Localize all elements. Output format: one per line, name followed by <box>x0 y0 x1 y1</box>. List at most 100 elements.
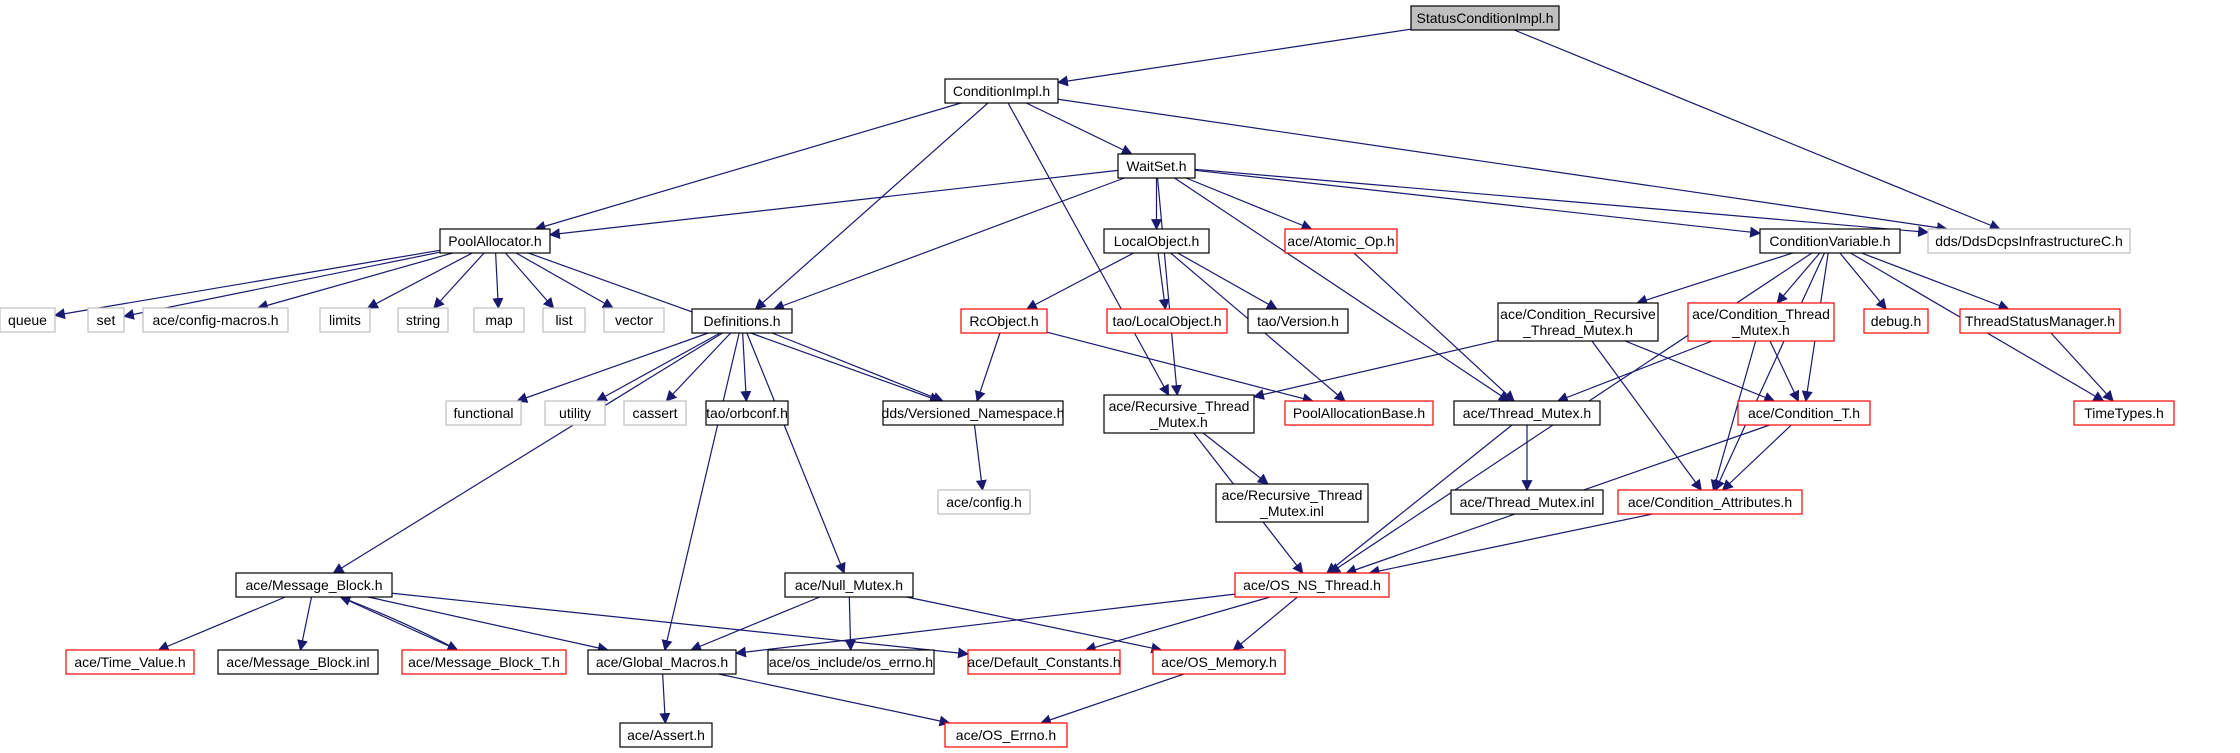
node-ThreadStatusManager[interactable]: ThreadStatusManager.h <box>1959 308 2121 334</box>
node-list[interactable]: list <box>542 307 586 333</box>
node-Definitions[interactable]: Definitions.h <box>691 308 793 334</box>
node-label: ace/Condition_Attributes.h <box>1628 494 1792 510</box>
node-box <box>1959 308 2121 334</box>
node-box <box>1927 228 2131 254</box>
node-box <box>1450 489 1604 515</box>
node-MessageBlockInl[interactable]: ace/Message_Block.inl <box>217 649 379 675</box>
node-StatusConditionImpl[interactable]: StatusConditionImpl.h <box>1410 5 1560 31</box>
node-label: set <box>97 312 116 328</box>
edge-NullMutex-to-GlobalMacros <box>690 596 821 652</box>
node-label-line: tao/orbconf.h <box>706 405 788 421</box>
node-label: ace/OS_NS_Thread.h <box>1243 577 1381 593</box>
node-label-line: list <box>555 312 572 328</box>
node-label: map <box>485 312 512 328</box>
node-vector[interactable]: vector <box>603 307 665 333</box>
node-ConditionImpl[interactable]: ConditionImpl.h <box>944 78 1059 104</box>
edge-PoolAllocator-to-queue <box>53 249 441 320</box>
node-label: StatusConditionImpl.h <box>1417 10 1554 26</box>
node-WaitSet[interactable]: WaitSet.h <box>1117 153 1196 179</box>
node-AtomicOp[interactable]: ace/Atomic_Op.h <box>1284 228 1398 254</box>
node-map[interactable]: map <box>473 307 525 333</box>
edge-ConditionVariable-to-debug <box>1839 252 1887 310</box>
node-queue[interactable]: queue <box>0 307 56 333</box>
node-taoLocalObject[interactable]: tao/LocalObject.h <box>1106 308 1228 334</box>
edge-Definitions-to-VersionedNs <box>771 332 944 403</box>
node-label-line: ace/Message_Block_T.h <box>408 654 560 670</box>
edge-MessageBlockT-to-MessageBlock <box>339 595 458 651</box>
node-taoVersion[interactable]: tao/Version.h <box>1247 308 1349 334</box>
node-label-line: _Mutex.h <box>1731 322 1790 338</box>
node-label-line: ace/Atomic_Op.h <box>1287 233 1394 249</box>
edge-NullMutex-to-OSMemory <box>906 596 1163 654</box>
node-box <box>587 649 737 675</box>
node-CondThreadMutex[interactable]: ace/Condition_Thread_Mutex.h <box>1687 302 1835 342</box>
edge-CondAttr-to-OSNSThread <box>1368 513 1653 577</box>
node-label: ace/OS_Memory.h <box>1161 654 1277 670</box>
node-label: ThreadStatusManager.h <box>1965 313 2115 329</box>
node-label: tao/orbconf.h <box>706 405 788 421</box>
node-ThreadMutex[interactable]: ace/Thread_Mutex.h <box>1453 400 1601 426</box>
node-configmacros[interactable]: ace/config-macros.h <box>142 307 289 333</box>
node-orbconf[interactable]: tao/orbconf.h <box>705 400 789 426</box>
node-LocalObject[interactable]: LocalObject.h <box>1103 228 1210 254</box>
node-box <box>603 307 665 333</box>
node-label-line: ace/Time_Value.h <box>74 654 185 670</box>
node-CondAttr[interactable]: ace/Condition_Attributes.h <box>1617 489 1803 515</box>
node-NullMutex[interactable]: ace/Null_Mutex.h <box>784 572 914 598</box>
node-GlobalMacros[interactable]: ace/Global_Macros.h <box>587 649 737 675</box>
node-label: ConditionVariable.h <box>1769 233 1890 249</box>
node-ThreadMutexInl[interactable]: ace/Thread_Mutex.inl <box>1450 489 1604 515</box>
node-box <box>1617 489 1803 515</box>
node-label-line: WaitSet.h <box>1126 158 1186 174</box>
node-string[interactable]: string <box>397 307 449 333</box>
node-label: tao/Version.h <box>1257 313 1339 329</box>
node-set[interactable]: set <box>87 307 125 333</box>
node-RcObject[interactable]: RcObject.h <box>960 308 1048 334</box>
node-config[interactable]: ace/config.h <box>937 489 1031 515</box>
node-RecThreadMutexInl[interactable]: ace/Recursive_Thread_Mutex.inl <box>1215 483 1369 523</box>
node-debug[interactable]: debug.h <box>1863 308 1929 334</box>
node-Assert[interactable]: ace/Assert.h <box>619 722 713 748</box>
edge-ConditionImpl-to-Definitions <box>754 102 989 310</box>
node-TimeTypes[interactable]: TimeTypes.h <box>2073 400 2175 426</box>
edge-ThreadMutex-to-OSNSThread <box>1326 424 1513 574</box>
edge-PoolAllocator-to-set <box>122 251 441 320</box>
node-label: dds/DdsDcpsInfrastructureC.h <box>1935 233 2123 249</box>
node-label-line: _Mutex.h <box>1149 414 1208 430</box>
node-PoolAllocator[interactable]: PoolAllocator.h <box>439 228 551 254</box>
node-label: PoolAllocationBase.h <box>1293 405 1425 421</box>
edge-ConditionT-to-CondAttr <box>1721 424 1792 491</box>
node-functional[interactable]: functional <box>445 400 522 426</box>
node-label: ace/Thread_Mutex.h <box>1463 405 1591 421</box>
node-label: ace/Recursive_Thread_Mutex.inl <box>1222 487 1363 519</box>
node-utility[interactable]: utility <box>544 400 606 426</box>
node-DefaultConstants[interactable]: ace/Default_Constants.h <box>967 649 1121 675</box>
edge-CondThreadMutex-to-ThreadMutex <box>1556 340 1713 403</box>
node-OSNSThread[interactable]: ace/OS_NS_Thread.h <box>1234 572 1390 598</box>
edge-RecThreadMutex-to-RecThreadMutexInl <box>1202 432 1269 485</box>
node-CondRecMutex[interactable]: ace/Condition_Recursive_Thread_Mutex.h <box>1497 302 1659 342</box>
edge-Definitions-to-cassert <box>665 332 732 402</box>
node-DdsDcps[interactable]: dds/DdsDcpsInfrastructureC.h <box>1927 228 2131 254</box>
node-MessageBlockT[interactable]: ace/Message_Block_T.h <box>401 649 567 675</box>
node-box <box>784 572 914 598</box>
node-TimeValue[interactable]: ace/Time_Value.h <box>65 649 195 675</box>
node-label-line: queue <box>8 312 47 328</box>
edge-LocalObject-to-RcObject <box>1025 252 1134 310</box>
node-PoolAllocationBase[interactable]: PoolAllocationBase.h <box>1284 400 1434 426</box>
node-box <box>65 649 195 675</box>
edge-WaitSet-to-ThreadMutex <box>1174 177 1510 402</box>
node-label-line: ace/os_include/os_errno.h <box>769 654 933 670</box>
edge-WaitSet-to-AtomicOp <box>1185 177 1313 231</box>
node-VersionedNs[interactable]: dds/Versioned_Namespace.h <box>882 400 1065 426</box>
node-cassert[interactable]: cassert <box>623 400 687 426</box>
node-RecThreadMutex[interactable]: ace/Recursive_Thread_Mutex.h <box>1103 394 1255 434</box>
node-box <box>1410 5 1560 31</box>
node-ConditionT[interactable]: ace/Condition_T.h <box>1737 400 1871 426</box>
node-limits[interactable]: limits <box>319 307 371 333</box>
node-OSMemory[interactable]: ace/OS_Memory.h <box>1152 649 1286 675</box>
node-MessageBlock[interactable]: ace/Message_Block.h <box>235 572 393 598</box>
node-osErrno[interactable]: ace/os_include/os_errno.h <box>767 649 935 675</box>
node-OSErrno[interactable]: ace/OS_Errno.h <box>944 722 1068 748</box>
node-ConditionVariable[interactable]: ConditionVariable.h <box>1759 228 1901 254</box>
